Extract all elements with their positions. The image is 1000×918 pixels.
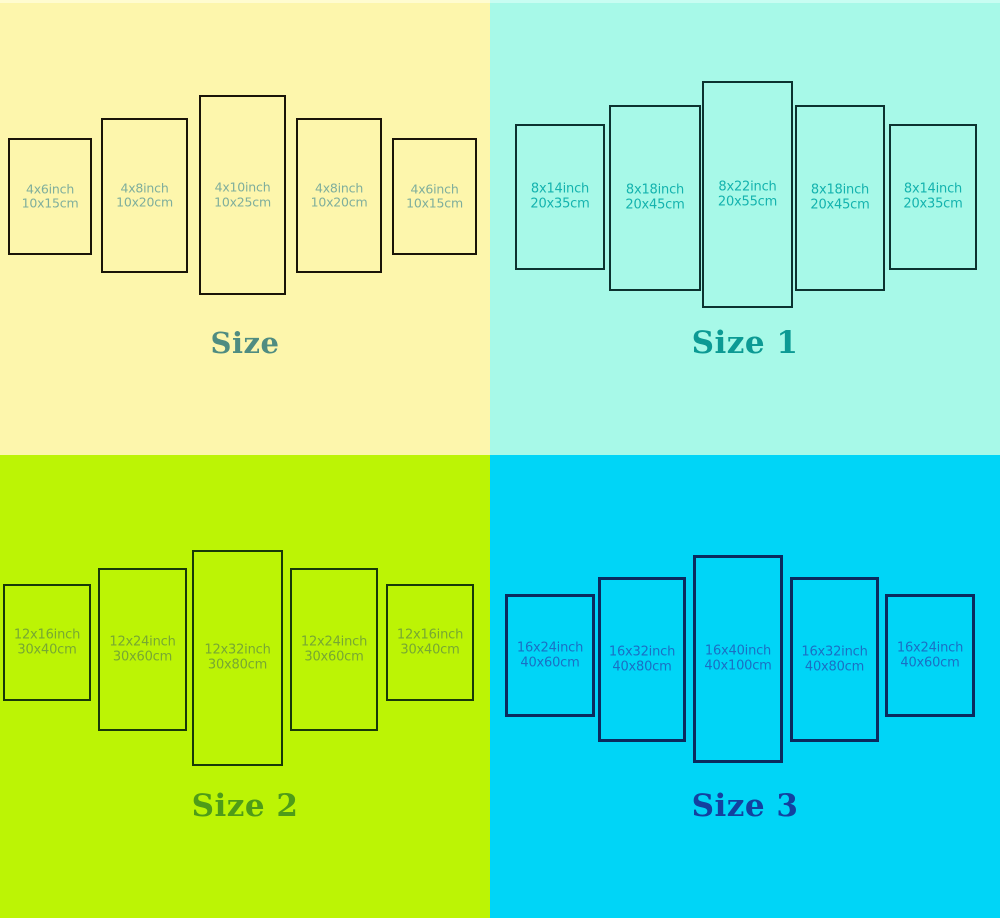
panel-size-cm: 20x45cm (810, 198, 870, 213)
panel-size-inch: 4x10inch (214, 179, 271, 195)
panel-size-inch: 12x24inch (109, 634, 176, 650)
panel-size-inch: 8x14inch (903, 181, 963, 197)
panel-size-cm: 10x15cm (21, 195, 79, 211)
panel-size-inch: 16x32inch (608, 644, 676, 660)
panel-size-cm: 40x80cm (804, 659, 865, 675)
top-edge-hairline (490, 0, 1000, 3)
size-title: Size 3 (691, 788, 799, 824)
panel-size-cm: 40x60cm (520, 655, 580, 671)
panel-size-cm: 10x15cm (406, 195, 463, 211)
panel-size-cm: 30x40cm (17, 642, 77, 658)
panel-size-inch: 12x16inch (396, 627, 464, 643)
panel-size-cm: 40x100cm (704, 659, 772, 674)
panel-size-inch: 8x14inch (530, 181, 590, 197)
panel-size-inch: 12x24inch (300, 634, 368, 650)
panel-size-cm: 30x60cm (112, 649, 173, 665)
panel-size-cm: 40x60cm (900, 655, 960, 671)
top-edge-hairline (0, 0, 490, 3)
size-title: Size 2 (191, 788, 299, 824)
panel-size-inch: 8x18inch (625, 182, 685, 198)
panel-size-cm: 20x45cm (625, 198, 685, 213)
size-title: Size (210, 326, 280, 360)
panel-size-cm: 30x60cm (304, 649, 364, 665)
panel-size-inch: 16x40inch (704, 643, 772, 659)
panel-size-cm: 10x20cm (310, 194, 368, 210)
panel-size-inch: 4x6inch (25, 180, 75, 196)
panel-size-inch: 16x32inch (801, 644, 868, 660)
panel-size-inch: 16x24inch (896, 640, 964, 656)
panel-size-inch: 4x8inch (314, 179, 364, 195)
panel-size-cm: 40x80cm (612, 659, 672, 675)
panel-size-cm: 20x35cm (530, 197, 590, 212)
panel-size-cm: 30x40cm (400, 642, 460, 658)
panel-size-inch: 12x32inch (204, 642, 271, 658)
panel-size-cm: 30x80cm (207, 658, 268, 673)
panel-size-inch: 8x22inch (718, 179, 777, 195)
panel-size-cm: 10x20cm (116, 194, 173, 210)
size-title: Size 1 (691, 325, 799, 361)
panel-size-inch: 8x18inch (810, 182, 870, 198)
panel-size-cm: 20x55cm (717, 194, 778, 210)
panel-size-inch: 12x16inch (13, 627, 81, 643)
panel-size-cm: 10x25cm (214, 194, 271, 209)
panel-size-cm: 20x35cm (903, 197, 963, 212)
panel-size-inch: 16x24inch (516, 640, 584, 656)
panel-size-inch: 4x8inch (120, 179, 169, 195)
panel-size-inch: 4x6inch (410, 180, 459, 196)
